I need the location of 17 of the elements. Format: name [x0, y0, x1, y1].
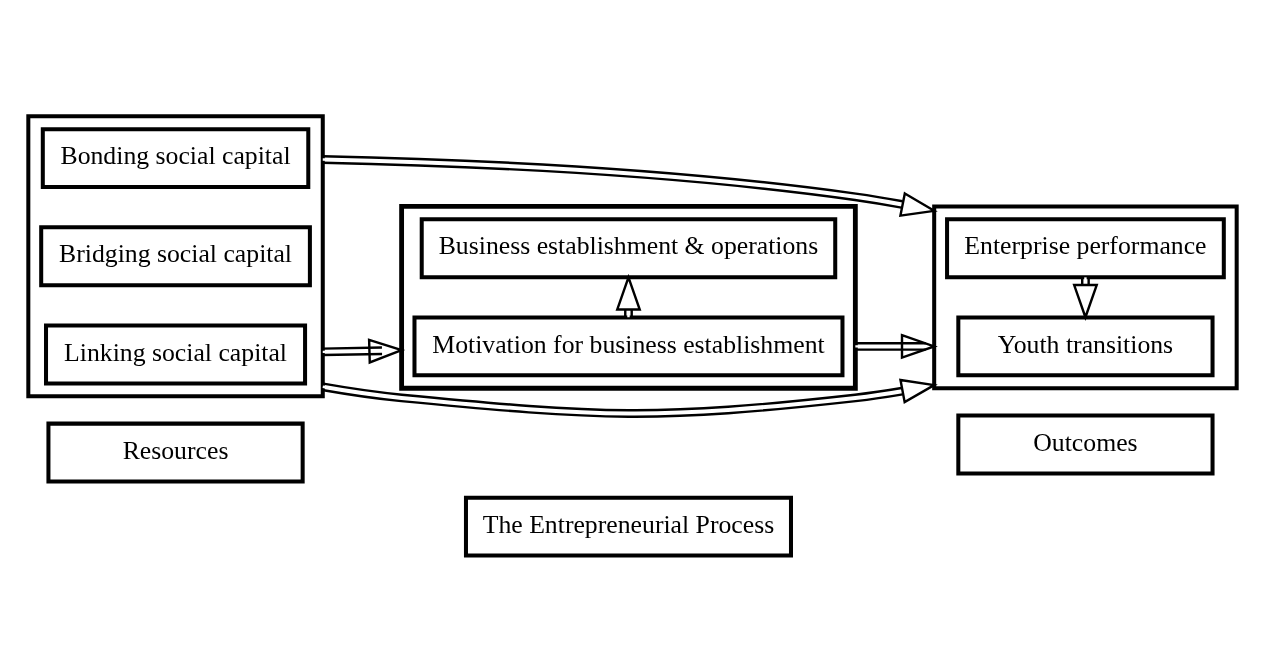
arrow: [322, 378, 938, 418]
node-box: The Entrepreneurial Process: [463, 495, 793, 558]
node-box: Bonding social capital: [40, 126, 311, 189]
arrow: [322, 337, 406, 364]
node-box: Enterprise performance: [945, 216, 1226, 279]
node-box: Motivation for business establishment: [412, 314, 845, 377]
node-box: Linking social capital: [44, 322, 308, 385]
arrow: [855, 332, 938, 359]
node-box: Business establishment & operations: [419, 216, 838, 279]
arrow: [322, 154, 938, 217]
cluster: [932, 203, 1239, 390]
cluster: [26, 113, 325, 398]
node-box: Resources: [46, 421, 305, 484]
node-box: Youth transitions: [956, 314, 1215, 377]
node-box: Outcomes: [956, 413, 1215, 475]
node-box: Bridging social capital: [39, 224, 312, 287]
cluster: [399, 203, 858, 391]
